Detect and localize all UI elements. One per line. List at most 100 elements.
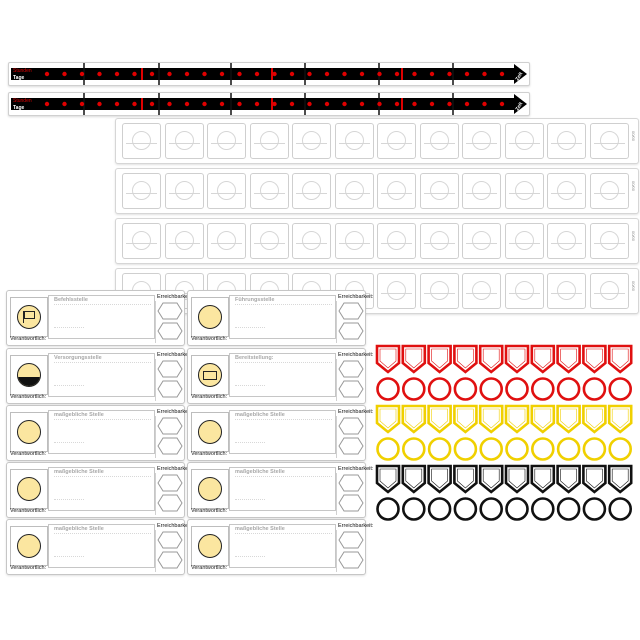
card-icon-box	[10, 297, 48, 337]
bar-slot[interactable]	[504, 273, 544, 309]
bar-slot[interactable]	[462, 223, 501, 259]
bar-slot[interactable]	[589, 123, 629, 159]
bar-slot[interactable]	[377, 173, 416, 209]
timeline-arrow	[514, 94, 527, 114]
marker-graphic	[375, 344, 633, 521]
ring-icon	[376, 497, 400, 521]
bar-slot[interactable]	[122, 173, 161, 209]
bar-slot[interactable]	[207, 173, 246, 209]
card-text-area[interactable]: maßgebliche Stelle	[48, 410, 155, 454]
shield-outline-icon	[431, 408, 448, 429]
shield-outline-icon	[427, 404, 452, 434]
timeline-dot	[44, 71, 50, 77]
bar-slot[interactable]	[292, 223, 331, 259]
bar-slot[interactable]	[419, 173, 459, 209]
bar-slot[interactable]	[377, 123, 416, 159]
shield-outline-icon	[379, 348, 397, 369]
card-text-area[interactable]: maßgebliche Stelle	[48, 524, 155, 568]
bar-slot[interactable]	[462, 123, 501, 159]
shield-outline-icon	[375, 344, 401, 374]
bar-slot[interactable]	[547, 223, 586, 259]
bar-slot[interactable]	[419, 123, 459, 159]
card-text-area[interactable]: maßgebliche Stelle	[229, 410, 336, 454]
slot-circle-icon	[514, 231, 534, 250]
bar-slot[interactable]	[589, 173, 629, 209]
hexagon-icon	[338, 531, 364, 549]
bar-slot[interactable]	[462, 273, 501, 309]
bar-slot[interactable]	[249, 173, 289, 209]
bar-slot[interactable]	[334, 123, 374, 159]
bar-slot[interactable]	[547, 173, 586, 209]
bar-slot[interactable]	[419, 273, 459, 309]
bar-slot[interactable]	[249, 223, 289, 259]
bar-slot[interactable]	[249, 123, 289, 159]
bar-slot[interactable]	[504, 173, 544, 209]
bar-slot[interactable]	[334, 173, 374, 209]
card-text-area[interactable]: Befehlsstelle	[48, 295, 155, 339]
shield-outline-icon	[379, 468, 397, 489]
bar-slot[interactable]	[207, 123, 246, 159]
slot-circle-icon	[557, 231, 576, 250]
bar-slot[interactable]	[589, 223, 629, 259]
bar-slot[interactable]	[462, 173, 501, 209]
bar-slot[interactable]	[292, 123, 331, 159]
card-text-area[interactable]: Bereitstellung:	[229, 353, 336, 397]
shield-outline-icon	[453, 464, 478, 494]
bar-slot[interactable]	[504, 123, 544, 159]
ring-icon	[608, 377, 632, 401]
magnet-bar: 00/00	[115, 118, 639, 164]
bar-slot[interactable]	[547, 273, 586, 309]
card-text-area[interactable]: Führungsstelle	[229, 295, 336, 339]
shield-outline-icon	[457, 408, 474, 429]
shield-outline-icon	[504, 344, 530, 374]
bar-slot[interactable]	[589, 273, 629, 309]
timeline-dot	[202, 71, 207, 77]
bar-slot[interactable]	[292, 173, 331, 209]
ring-icon	[505, 377, 529, 401]
slot-circle-icon	[217, 231, 236, 250]
bar-slot[interactable]	[122, 123, 161, 159]
card-text-area[interactable]: Versorgungsstelle	[48, 353, 155, 397]
bar-slot[interactable]	[504, 223, 544, 259]
bar-slot[interactable]	[419, 223, 459, 259]
card-icon-box	[191, 469, 229, 509]
ring-icon	[479, 497, 503, 521]
shield-outline-icon	[556, 344, 581, 374]
bar-slot[interactable]	[377, 223, 416, 259]
bar-slot[interactable]	[547, 123, 586, 159]
reach-label: Erreichbarkeit:	[338, 409, 374, 415]
bar-slot[interactable]	[334, 223, 374, 259]
ring-icon	[582, 497, 607, 521]
bar-slot[interactable]	[164, 123, 204, 159]
card-text-area[interactable]: maßgebliche Stelle	[229, 524, 336, 568]
bar-slot[interactable]	[377, 273, 416, 309]
bar-slot[interactable]	[122, 223, 161, 259]
slot-circle-icon	[472, 181, 491, 200]
bar-slot[interactable]	[164, 223, 204, 259]
ring-icon	[556, 497, 581, 521]
shield-outline-icon	[586, 468, 603, 489]
bar-slot[interactable]	[164, 173, 204, 209]
card-text-area[interactable]: maßgebliche Stelle	[229, 467, 336, 511]
slot-line	[593, 293, 625, 294]
shield-outline-icon	[560, 468, 577, 489]
status-card[interactable]: Bereitstellung:Erreichbarkeit:Verantwort…	[187, 348, 373, 404]
card-text-area[interactable]: maßgebliche Stelle	[48, 467, 155, 511]
shield-outline-icon	[586, 348, 603, 369]
bar-slot[interactable]	[207, 223, 246, 259]
reach-label: Erreichbarkeit:	[338, 294, 374, 300]
timeline-unit-label: Stunden	[13, 98, 32, 104]
responsible-label: Verantwortlich:	[10, 451, 47, 457]
bar-edge-label: 00/00	[631, 281, 636, 292]
